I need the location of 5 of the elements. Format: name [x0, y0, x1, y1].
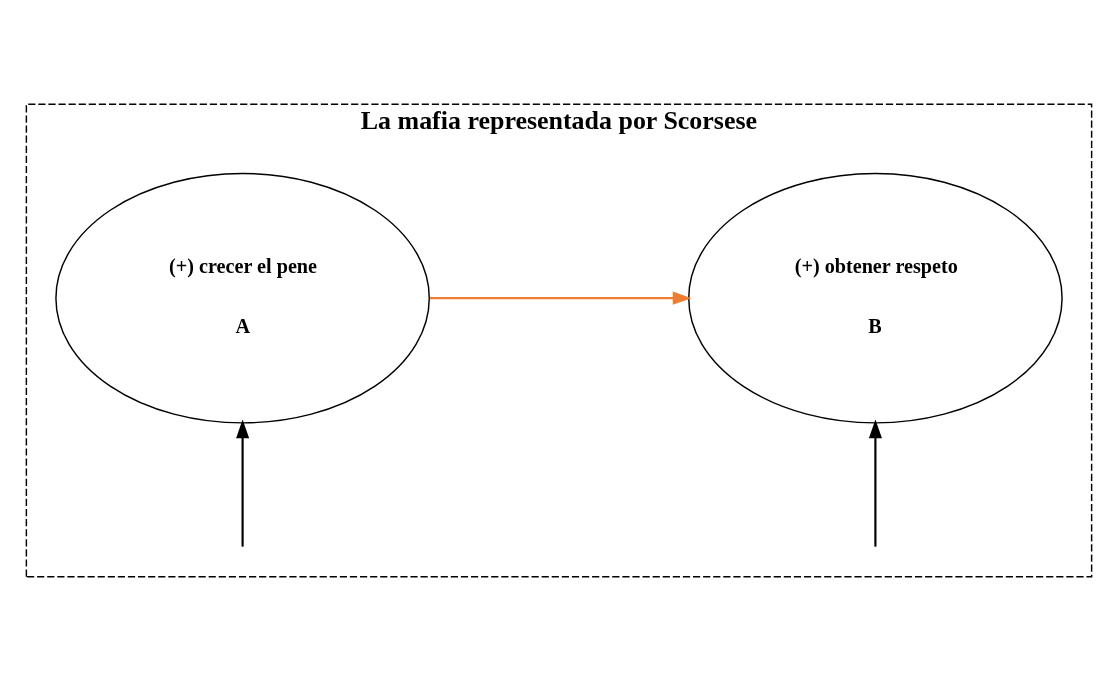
node-ellipse: (+) crecer el pene A	[55, 172, 430, 424]
arrow	[236, 419, 250, 547]
node-ellipse: (+) obtener respeto B	[688, 172, 1063, 424]
arrow	[868, 419, 882, 547]
arrow	[429, 291, 692, 305]
